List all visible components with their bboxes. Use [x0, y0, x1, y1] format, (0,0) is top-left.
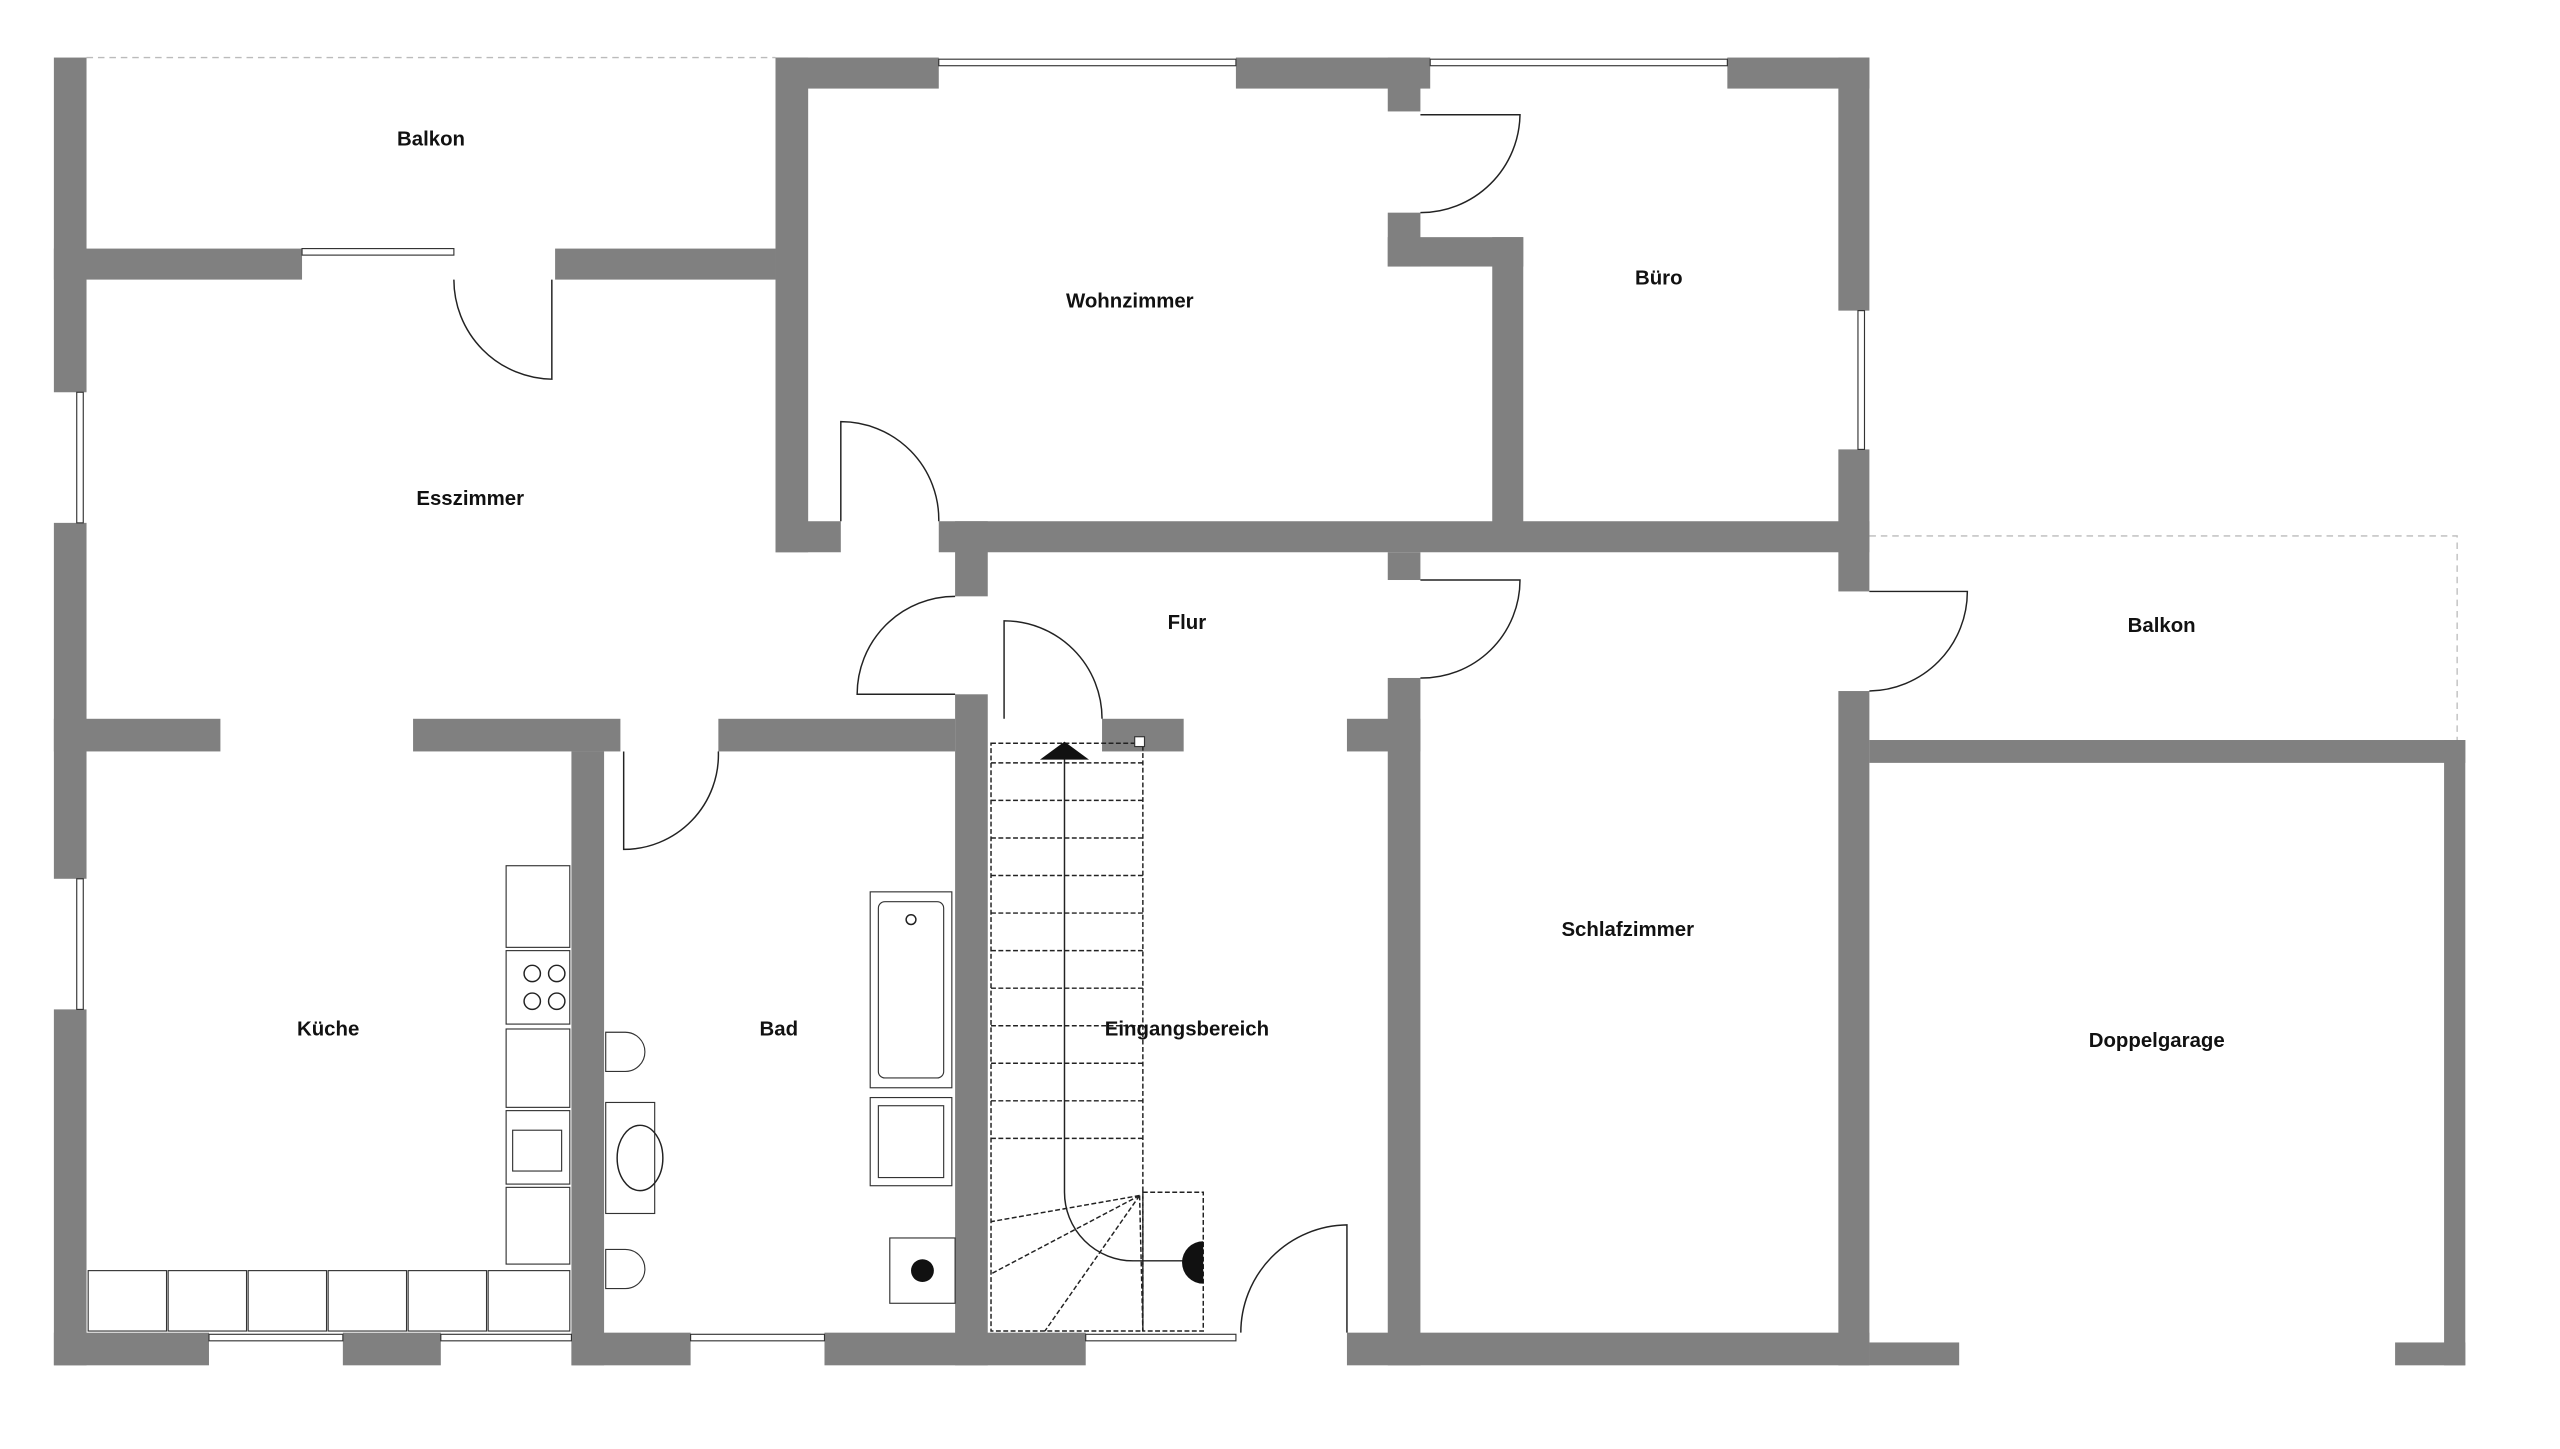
door-esszimmer	[453, 279, 553, 380]
room-label-balkon-right: Balkon	[2128, 615, 2196, 637]
room-label-doppelgarage: Doppelgarage	[2089, 1030, 2225, 1052]
room-label-eingangsbereich: Eingangsbereich	[1105, 1019, 1269, 1041]
door-wohnzimmer	[840, 420, 940, 522]
room-label-flur: Flur	[1168, 612, 1207, 634]
kitchen-counters	[87, 865, 571, 1332]
bathroom-fixtures	[605, 891, 956, 1304]
door-bad	[622, 751, 720, 851]
door-entrance	[1240, 1224, 1348, 1333]
room-label-schlafzimmer: Schlafzimmer	[1561, 919, 1694, 941]
room-label-balkon-top: Balkon	[397, 129, 465, 151]
room-label-bad: Bad	[760, 1019, 799, 1041]
doors	[453, 113, 1969, 1333]
room-label-kueche: Küche	[297, 1019, 359, 1041]
walls	[53, 57, 2466, 1366]
room-label-wohnzimmer: Wohnzimmer	[1066, 290, 1194, 312]
balcony-outlines	[86, 56, 2458, 741]
staircase	[990, 736, 1204, 1332]
room-label-buero: Büro	[1635, 268, 1683, 290]
door-schlafzimmer	[1420, 579, 1521, 679]
room-label-esszimmer: Esszimmer	[416, 488, 524, 510]
door-balkon	[1869, 590, 1969, 692]
room-labels: Balkon Wohnzimmer Büro Esszimmer Flur Ba…	[297, 129, 2225, 1052]
door-flur	[1003, 620, 1103, 719]
windows	[76, 58, 1866, 1342]
door-buero	[1420, 113, 1521, 214]
door-esszimmer-flur	[856, 595, 956, 696]
